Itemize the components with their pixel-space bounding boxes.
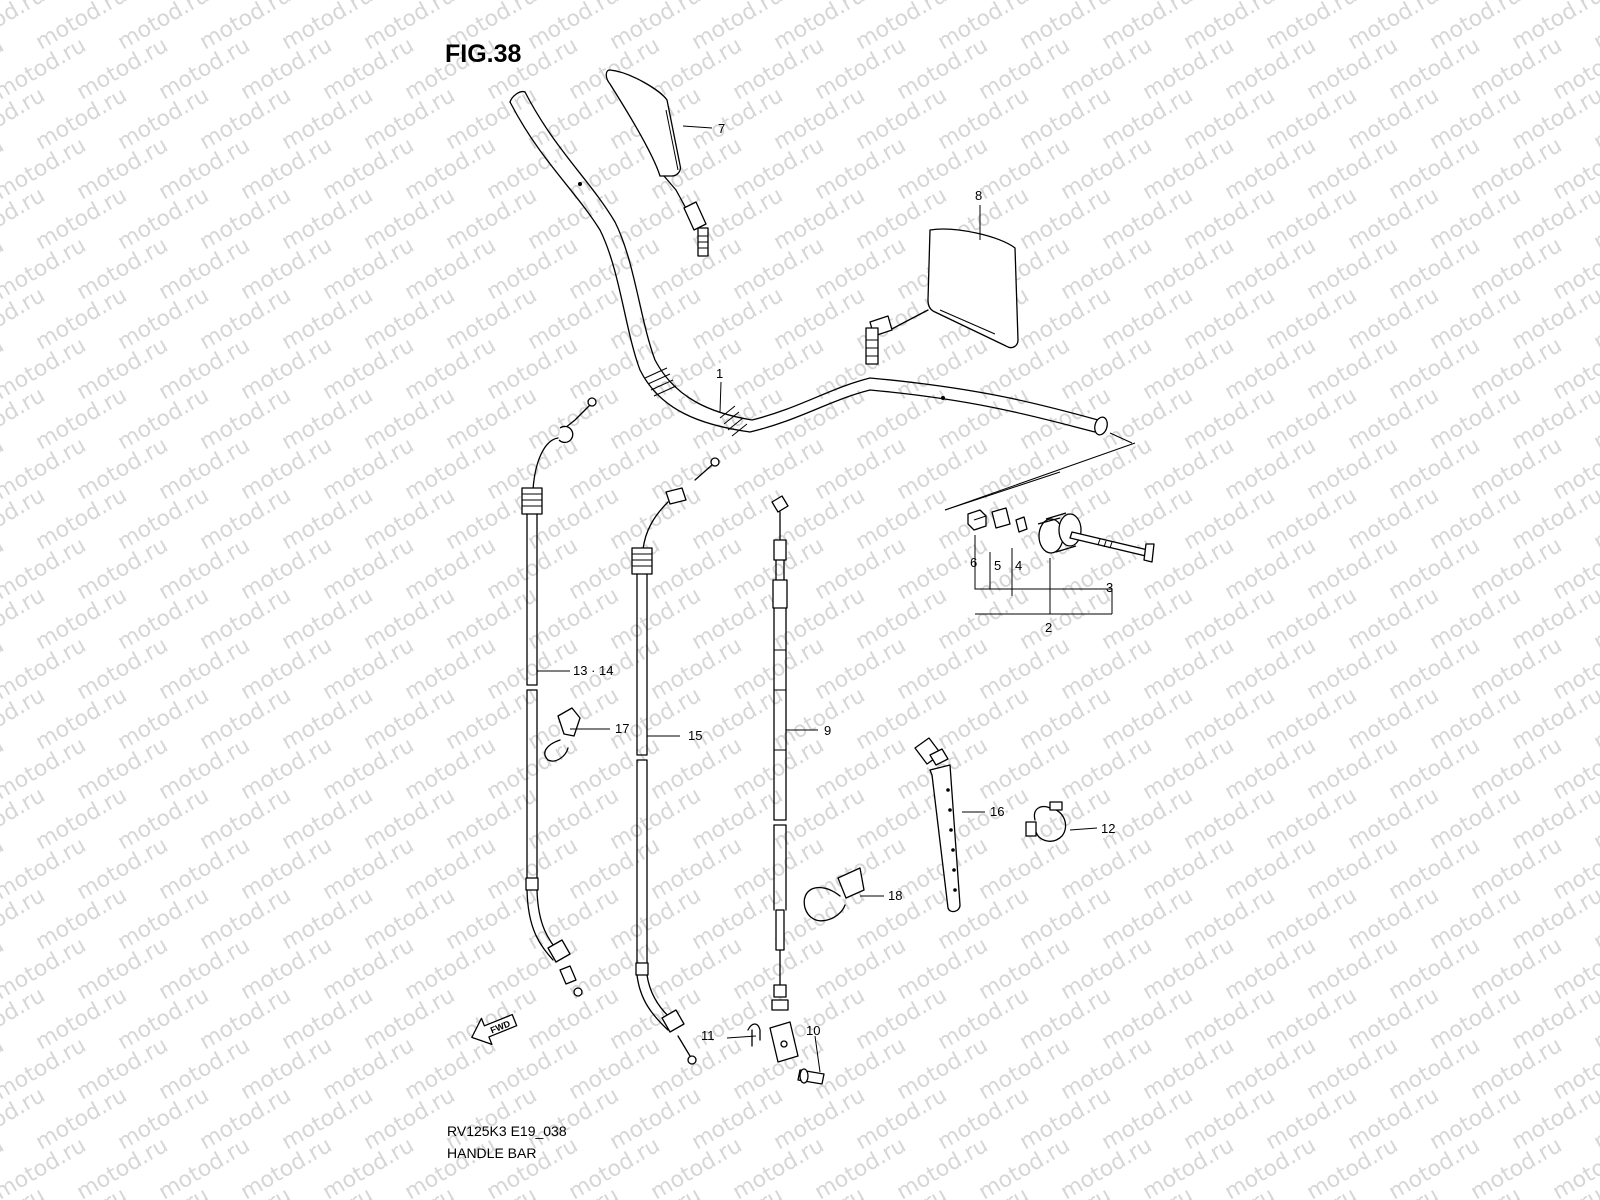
callout-16: 16	[990, 804, 1004, 819]
callout-10: 10	[806, 1023, 820, 1038]
cable-clamp-17[interactable]	[544, 707, 581, 762]
callout-labels: 1 2 3 4 5 6 7 8 9 10 11 12 13 · 14 15 16…	[573, 121, 1115, 1043]
callout-8: 8	[975, 188, 982, 203]
callout-5: 5	[994, 558, 1001, 573]
mirror-left-7[interactable]	[605, 69, 709, 257]
throttle-cable-15[interactable]	[631, 457, 720, 1065]
callout-1: 1	[716, 366, 723, 381]
balancer-ring-4[interactable]	[1015, 516, 1028, 533]
cable-band-16[interactable]	[914, 737, 961, 913]
handlebar[interactable]	[509, 90, 1109, 437]
forward-arrow: FWD	[471, 1013, 518, 1046]
balancer-collar-5[interactable]	[991, 507, 1011, 529]
balancer-bracket-lines	[974, 535, 1113, 615]
mirror-right-8[interactable]	[865, 228, 1019, 365]
clevis-pin-10[interactable]	[797, 1068, 825, 1085]
clutch-cable-9[interactable]	[771, 495, 789, 1011]
callout-13-14: 13 · 14	[573, 663, 613, 678]
figure-model-code: RV125K3 E19_038	[447, 1123, 567, 1139]
callout-6: 6	[970, 555, 977, 570]
callout-18: 18	[888, 888, 902, 903]
callout-17: 17	[615, 721, 629, 736]
clamp-12[interactable]	[1025, 801, 1067, 842]
figure-name: HANDLE BAR	[447, 1145, 537, 1161]
throttle-cable-13-14[interactable]	[521, 397, 597, 997]
callout-2: 2	[1045, 620, 1052, 635]
balancer-nut-6[interactable]	[967, 509, 987, 531]
callout-9: 9	[824, 723, 831, 738]
leader-lines	[537, 125, 1098, 1073]
callout-12: 12	[1101, 821, 1115, 836]
cotter-pin-11[interactable]	[747, 1023, 761, 1047]
balancer-guide-lines	[944, 432, 1136, 511]
cable-clevis[interactable]	[769, 1021, 799, 1063]
callout-15: 15	[688, 728, 702, 743]
callout-7: 7	[718, 121, 725, 136]
callout-4: 4	[1015, 558, 1022, 573]
cable-guide-18[interactable]	[803, 867, 865, 922]
figure-title: FIG.38	[445, 40, 522, 68]
callout-3: 3	[1106, 580, 1113, 595]
balancer-screw-3[interactable]	[1069, 531, 1155, 563]
callout-11: 11	[701, 1028, 715, 1043]
